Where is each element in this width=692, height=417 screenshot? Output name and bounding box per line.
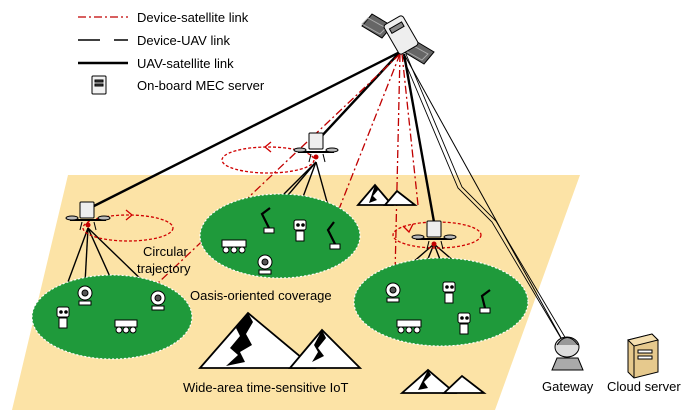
uav-icons xyxy=(65,132,457,250)
cloud-server-icon xyxy=(627,333,659,379)
legend-mec-server-label: On-board MEC server xyxy=(137,78,265,93)
trajectory-arrows xyxy=(125,141,414,234)
mountain-bottom-2 xyxy=(441,374,487,394)
mountain-large xyxy=(198,311,317,369)
legend-device-satellite-label: Device-satellite link xyxy=(137,10,249,25)
mountain-large-2 xyxy=(288,328,363,369)
robot-arm-icon xyxy=(479,289,491,314)
oasis-right xyxy=(353,257,529,347)
camera-icon xyxy=(257,254,273,275)
satellite-icon xyxy=(361,13,435,65)
legend-uav-satellite-label: UAV-satellite link xyxy=(137,56,234,71)
satellite-gateway-link xyxy=(401,53,570,346)
cloud-server-label: Cloud server xyxy=(607,379,681,394)
wide-area-iot-label: Wide-area time-sensitive IoT xyxy=(183,380,348,395)
circular-trajectory-label-2: trajectory xyxy=(137,261,191,276)
oasis-coverage-label: Oasis-oriented coverage xyxy=(190,288,332,303)
oasis-center xyxy=(199,193,361,279)
mec-server-icon xyxy=(91,75,107,95)
iot-devices xyxy=(56,207,491,335)
circular-trajectories xyxy=(82,146,482,249)
satellite-gateway-thin-link xyxy=(403,53,566,346)
rover-icon xyxy=(396,319,422,334)
uav-icon-center xyxy=(293,132,339,163)
mountains xyxy=(198,183,487,394)
gateway-icon xyxy=(551,336,584,371)
mountain-shading xyxy=(226,185,431,390)
robot-icon xyxy=(457,312,471,335)
mountain-bottom xyxy=(399,368,458,394)
legend-device-uav-label: Device-UAV link xyxy=(137,33,230,48)
circular-trajectory-label-1: Circular xyxy=(143,244,188,259)
mountain-small-2 xyxy=(383,189,418,206)
robot-icon xyxy=(442,281,456,304)
robot-arm-icon xyxy=(326,221,341,250)
camera-icon xyxy=(150,290,166,311)
gateway-label: Gateway xyxy=(542,379,594,394)
legend: Device-satellite link Device-UAV link UA… xyxy=(78,10,265,95)
device-satellite-links xyxy=(139,53,419,301)
mountain-small xyxy=(356,183,394,206)
uav-icon-right xyxy=(411,220,457,250)
uav-icon-left xyxy=(65,201,111,231)
rover-icon xyxy=(114,319,138,334)
rover-icon xyxy=(221,239,247,254)
oasis-left xyxy=(31,274,193,360)
camera-icon xyxy=(385,282,401,303)
robot-icon xyxy=(293,219,307,242)
robot-arm-icon xyxy=(260,207,275,234)
robot-icon xyxy=(56,306,70,329)
camera-icon xyxy=(77,285,93,306)
